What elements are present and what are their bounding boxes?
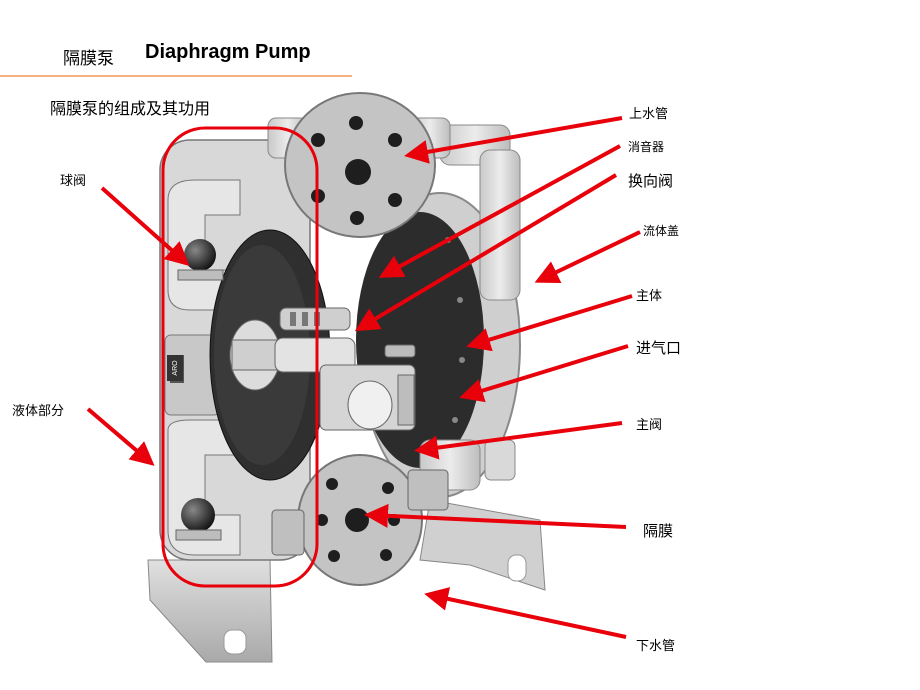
arrow-ball-valve: [100, 186, 190, 266]
arrow-upper-pipe: [404, 116, 623, 164]
label-ball-valve: 球阀: [60, 174, 87, 189]
label-muffler: 消音器: [628, 140, 665, 154]
air-valve-block: [319, 344, 416, 431]
top-flange: [267, 92, 451, 238]
label-lower-pipe: 下水管: [636, 639, 676, 654]
clamps: [271, 469, 449, 556]
arrow-fluid-cover: [534, 230, 641, 284]
label-diaphragm: 隔膜: [643, 522, 674, 540]
title-zh: 隔膜泵: [63, 49, 114, 69]
badge-text: ARO: [172, 360, 179, 376]
aro-badge: ARO: [167, 355, 183, 381]
bottom-flange: [297, 454, 423, 586]
arrow-main-body: [466, 294, 633, 352]
fluid-section-highlight: [161, 126, 319, 588]
arrow-fluid-section: [86, 407, 155, 466]
label-main-valve: 主阀: [636, 418, 663, 433]
arrow-reversing-valve: [354, 173, 618, 332]
right-manifold: [419, 124, 521, 491]
arrow-main-valve: [414, 421, 623, 460]
center-shaft: [229, 307, 356, 391]
arrow-lower-pipe: [424, 587, 627, 639]
arrow-diaphragm: [364, 503, 627, 529]
check-balls: [175, 239, 224, 541]
label-upper-pipe: 上水管: [629, 107, 669, 122]
title-divider: [0, 75, 352, 77]
subtitle: 隔膜泵的组成及其功用: [50, 99, 211, 118]
label-air-inlet: 进气口: [636, 339, 682, 357]
arrow-muffler: [378, 144, 621, 278]
title-en: Diaphragm Pump: [145, 41, 311, 63]
arrow-air-inlet: [459, 344, 629, 403]
label-fluid-cover: 流体盖: [643, 224, 680, 238]
label-fluid-section: 液体部分: [12, 404, 65, 419]
label-main-body: 主体: [636, 289, 663, 304]
label-reversing-valve: 换向阀: [628, 172, 674, 190]
